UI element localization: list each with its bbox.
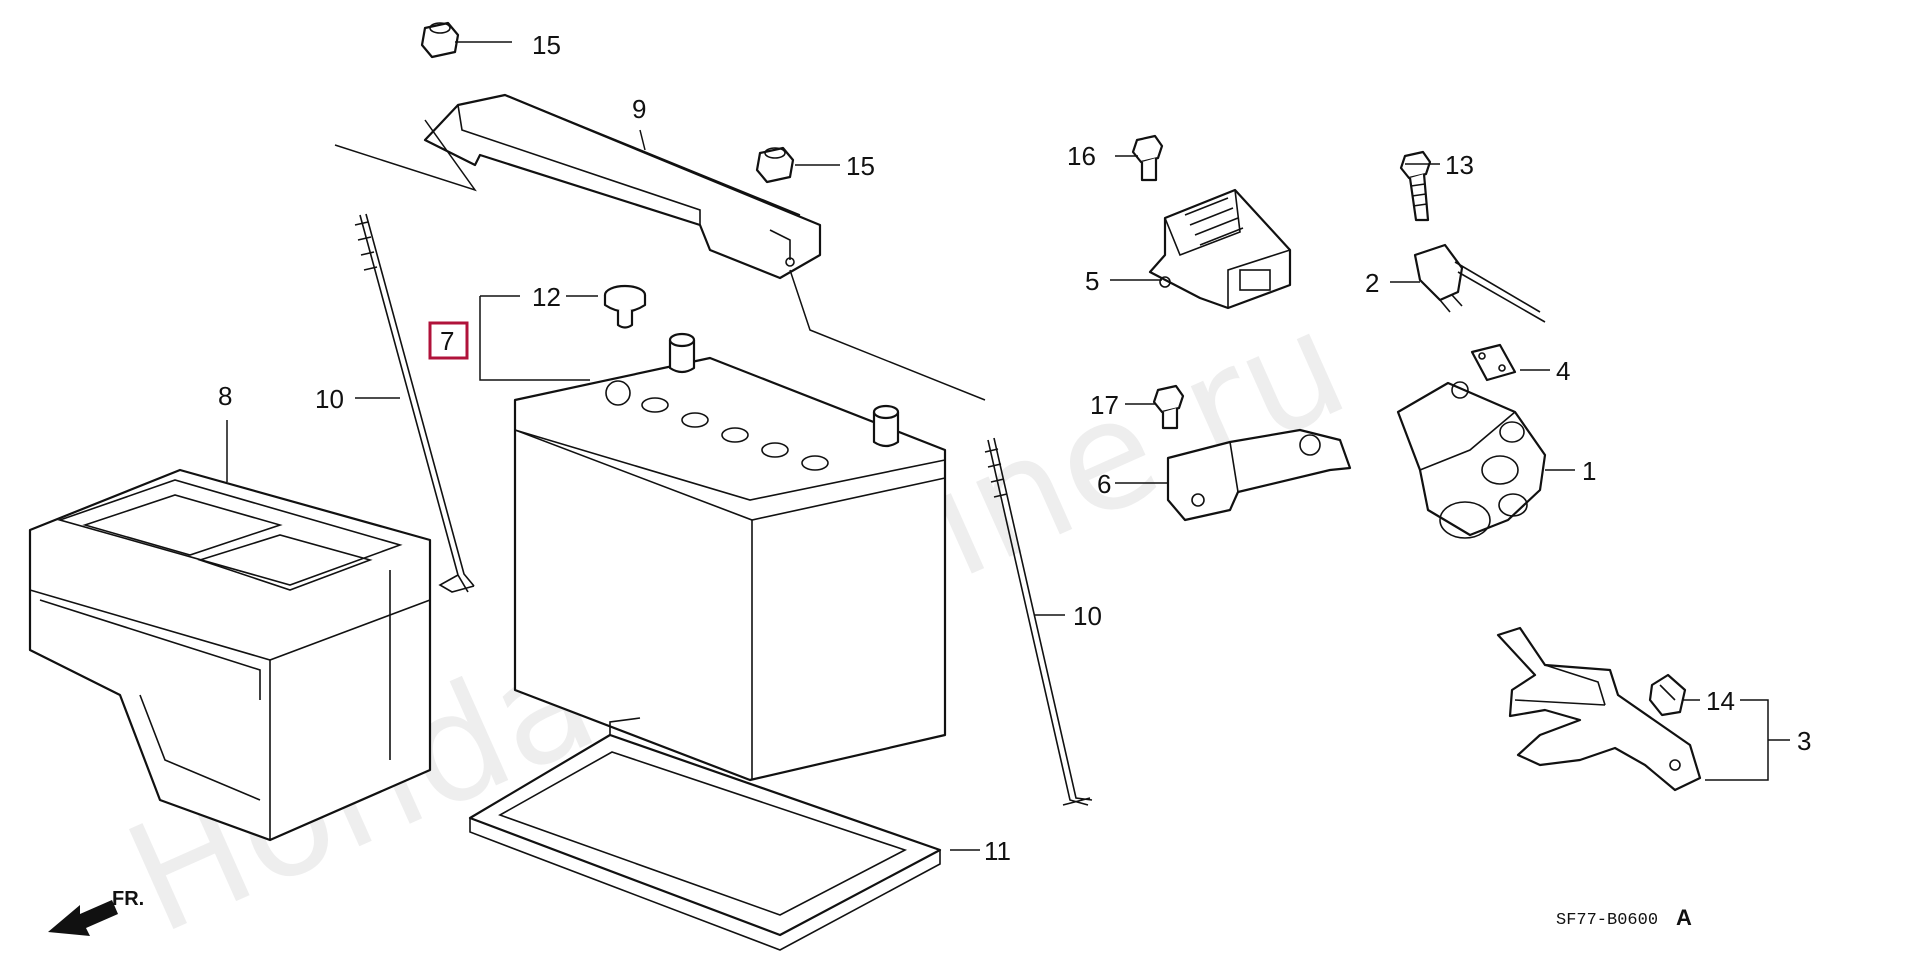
part-nut-top[interactable]	[420, 21, 460, 59]
callout-4[interactable]: 4	[1556, 356, 1570, 386]
diagram-revision: A	[1676, 905, 1692, 930]
callout-15-top[interactable]: 15	[532, 30, 561, 60]
front-direction-marker: FR.	[48, 888, 144, 936]
front-arrow-icon	[48, 900, 118, 936]
callout-2[interactable]: 2	[1365, 268, 1379, 298]
part-bracket[interactable]	[1166, 428, 1352, 522]
callout-3[interactable]: 3	[1797, 726, 1811, 756]
part-battery-tray[interactable]	[468, 717, 942, 951]
callout-11[interactable]: 11	[984, 836, 1011, 866]
diagram-code: SF77-B0600	[1556, 911, 1658, 930]
part-hold-down-rod-right[interactable]	[984, 437, 1093, 806]
part-clip[interactable]	[1470, 343, 1517, 382]
part-connector-harness[interactable]	[1413, 243, 1546, 323]
part-battery-cover[interactable]	[28, 468, 432, 842]
part-battery[interactable]	[513, 332, 947, 782]
part-hold-down-bracket[interactable]	[423, 93, 822, 280]
part-bolt-16[interactable]	[1131, 134, 1164, 182]
part-hold-down-rod-left[interactable]	[354, 213, 475, 593]
callout-10-right[interactable]: 10	[1073, 601, 1102, 631]
callout-17[interactable]: 17	[1090, 390, 1119, 420]
leader-lines	[226, 41, 1790, 851]
callout-1[interactable]: 1	[1582, 456, 1596, 486]
callout-8[interactable]: 8	[218, 381, 232, 411]
part-battery-cap[interactable]	[603, 284, 647, 329]
callout-14[interactable]: 14	[1706, 686, 1735, 716]
part-bolt-13[interactable]	[1399, 150, 1432, 222]
callout-9[interactable]: 9	[632, 94, 646, 124]
callout-16[interactable]: 16	[1067, 141, 1096, 171]
callout-13[interactable]: 13	[1445, 150, 1474, 180]
callout-12[interactable]: 12	[532, 282, 561, 312]
part-relay-module[interactable]	[1148, 188, 1292, 310]
callout-7-highlight-box	[428, 321, 469, 360]
callout-6[interactable]: 6	[1097, 469, 1111, 499]
part-harness-bracket[interactable]	[1496, 626, 1702, 792]
part-bolt-17[interactable]	[1152, 384, 1185, 430]
callout-15-mid[interactable]: 15	[846, 151, 875, 181]
part-coil-assembly[interactable]	[1396, 381, 1547, 539]
callout-5[interactable]: 5	[1085, 266, 1099, 296]
callout-10-left[interactable]: 10	[315, 384, 344, 414]
front-label: FR.	[112, 888, 144, 910]
callout-7[interactable]: 7	[440, 326, 454, 356]
part-nut-mid[interactable]	[755, 146, 795, 184]
part-grommet-clip[interactable]	[1648, 673, 1687, 717]
